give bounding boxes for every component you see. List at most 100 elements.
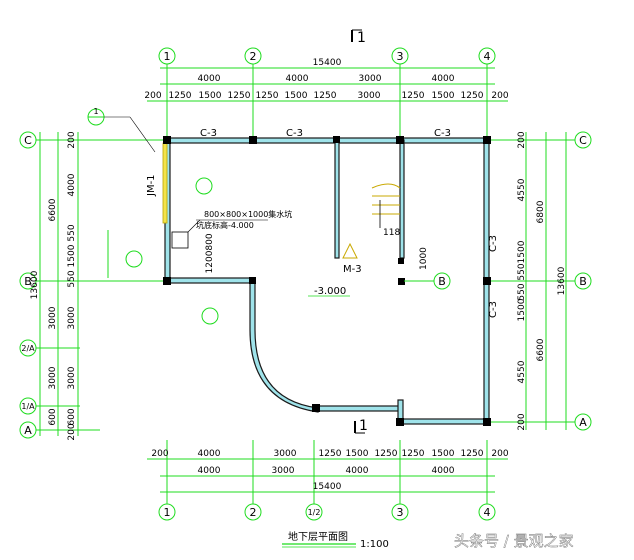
window-label: C-3 [488, 301, 499, 318]
dim-top-detail: 1500 [432, 91, 455, 101]
dim-left-detail: 200 [67, 131, 77, 148]
axis-top-2: 2 [250, 50, 257, 63]
axis-top-1: 1 [164, 50, 171, 63]
dim-bottom-detail: 200 [151, 449, 168, 459]
window-label: C-3 [488, 235, 499, 252]
title-text: 地下层平面图 [288, 530, 348, 543]
axis-circle-top-3 [391, 47, 409, 65]
dim-top-detail: 1500 [285, 91, 308, 101]
axis-top-3: 3 [397, 50, 404, 63]
right-axis-markers: C B A 13600 6800 6600 200 4550 1500 550 … [487, 131, 592, 431]
axis-left: A [24, 424, 32, 437]
dim-left-detail: 3000 [67, 366, 77, 389]
structural-columns [163, 136, 491, 426]
axis-left: C [24, 134, 32, 147]
dim-bottom-detail: 1250 [319, 449, 342, 459]
axis-bottom: 1 [164, 506, 171, 519]
door-label-m3: M-3 [343, 264, 362, 275]
window-label: C-3 [434, 128, 451, 139]
dim-left-bay: 600 [48, 408, 58, 425]
dim-top-detail: 200 [491, 91, 508, 101]
dim-right-detail: 550 [517, 283, 527, 300]
floor-level: -3.000 [314, 286, 346, 297]
dim-bottom-total: 15400 [313, 482, 342, 492]
axis-left: 1/A [21, 402, 35, 411]
callout-markers: 1 [87, 107, 219, 325]
dim-right-detail: 1500 [517, 298, 527, 321]
dim-left-detail: 550 [67, 270, 77, 287]
axis-right: C [579, 134, 587, 147]
axis-circle-top-2 [244, 47, 262, 65]
dim-top-bay: 4000 [286, 74, 309, 84]
dim-bottom-detail: 1250 [375, 449, 398, 459]
dim-bottom-detail: 4000 [198, 449, 221, 459]
dim-top-detail: 1250 [402, 91, 425, 101]
axis-bottom: 2 [250, 506, 257, 519]
section-label-bottom: 1 [359, 418, 368, 434]
dim-top-total: 15400 [313, 58, 342, 68]
dim-right-detail: 550 [517, 263, 527, 280]
left-axis-markers: C B 2/A 1/A A 13600 6600 3000 3000 600 2… [19, 131, 215, 441]
scale-text: 1:100 [360, 539, 389, 550]
axis-left: 2/A [21, 344, 35, 353]
dim-right-detail: 4550 [517, 178, 527, 201]
dim-right-total: 13600 [557, 266, 567, 295]
axis-circle-top-1 [158, 47, 176, 65]
watermark-text: 头条号 / 景观之家 [454, 532, 574, 550]
dim-left-detail: 4000 [67, 173, 77, 196]
section-mark-bottom: 1 [354, 418, 368, 434]
dim-left-detail: 200 [67, 423, 77, 440]
dim-top-bay: 4000 [432, 74, 455, 84]
callout-circle [195, 177, 213, 195]
axis-right: A [579, 416, 587, 429]
callout-circle [125, 250, 143, 268]
dim-1000: 1000 [419, 247, 429, 270]
axis-bottom: 1/2 [308, 508, 321, 517]
axis-left: B [24, 275, 32, 288]
axis-circle-top-4 [478, 47, 496, 65]
dim-bottom-detail: 3000 [274, 449, 297, 459]
dim-bottom-bay: 4000 [346, 466, 369, 476]
bottom-dimensions: 200 4000 3000 1250 1500 1250 1250 1500 1… [147, 440, 509, 521]
dim-top-detail: 1250 [256, 91, 279, 101]
dim-top-bay: 4000 [198, 74, 221, 84]
section-mark-top: 1 [351, 29, 366, 46]
window-label: C-3 [200, 128, 217, 139]
dim-bottom-bay: 3000 [272, 466, 295, 476]
dim-left-detail: 3000 [67, 306, 77, 329]
top-axis-markers: 1 2 3 4 [158, 47, 496, 140]
staircase: 118 [342, 183, 400, 259]
dim-left-bay: 3000 [48, 366, 58, 389]
section-label-top: 1 [357, 30, 366, 46]
door-label-jm1: JM-1 [146, 174, 157, 197]
dim-top-detail: 1250 [228, 91, 251, 101]
window-label: C-3 [286, 128, 303, 139]
dim-right-detail: 200 [517, 413, 527, 430]
callout-1: 1 [93, 107, 98, 116]
dim-left-detail: 550 [67, 224, 77, 241]
axis-bottom: 4 [484, 506, 491, 519]
inner-axis-b: B [404, 272, 451, 290]
axis-inner-b: B [438, 275, 446, 288]
dim-bottom-detail: 200 [491, 449, 508, 459]
pit-spec: 800×800×1000集水坑 [204, 209, 292, 219]
dim-left-inner: 1200 [205, 250, 215, 273]
watermark: 头条号 / 景观之家 [454, 532, 574, 550]
dim-bottom-bay: 4000 [198, 466, 221, 476]
dim-bottom-detail: 1500 [346, 449, 369, 459]
dim-left-detail: 1500 [67, 244, 77, 267]
dim-right-detail: 200 [517, 131, 527, 148]
dim-top-detail: 1250 [461, 91, 484, 101]
axis-top-4: 4 [484, 50, 491, 63]
dim-bottom-detail: 1250 [461, 449, 484, 459]
pit-level: 坑底标高-4.000 [196, 220, 254, 230]
dim-left-bay: 3000 [48, 306, 58, 329]
dim-left-total: 13600 [30, 270, 40, 299]
dim-left-detail: 600 [67, 408, 77, 425]
dim-right-bay: 6600 [536, 338, 546, 361]
stair-number: 118 [383, 228, 400, 238]
dim-top-detail: 1250 [169, 91, 192, 101]
dim-left-bay: 6600 [48, 198, 58, 221]
drawing-title: 地下层平面图 1:100 [282, 530, 389, 550]
